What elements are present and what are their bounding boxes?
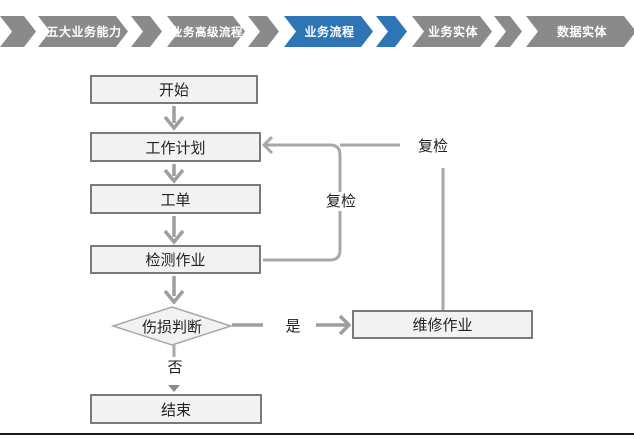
edge-label-yes: 是 bbox=[281, 317, 305, 336]
flow-node-work-order: 工单 bbox=[90, 184, 261, 214]
chevron-separator-icon bbox=[376, 16, 407, 47]
nav-item-high-level-process[interactable]: 业务高级流程 bbox=[167, 16, 245, 47]
nav-item-business-entity[interactable]: 业务实体 bbox=[412, 16, 492, 47]
chevron-separator-icon bbox=[494, 16, 522, 47]
chevron-separator-icon bbox=[248, 16, 279, 47]
lead-chevron-icon bbox=[0, 16, 36, 47]
edge-label-no: 否 bbox=[163, 358, 187, 377]
edge-label-recheck-outer: 复检 bbox=[410, 137, 456, 156]
arrow-start-to-workplan bbox=[163, 106, 185, 131]
nav-item-business-process[interactable]: 业务流程 bbox=[284, 16, 373, 47]
nav-item-five-capabilities[interactable]: 五大业务能力 bbox=[38, 16, 128, 47]
flow-node-decision-label: 伤损判断 bbox=[141, 318, 202, 336]
flow-node-inspection: 检测作业 bbox=[90, 245, 261, 274]
chevron-separator-icon bbox=[131, 16, 162, 47]
nav-item-data-entity[interactable]: 数据实体 bbox=[526, 16, 634, 47]
flow-node-repair: 维修作业 bbox=[352, 310, 533, 339]
flow-node-work-plan: 工作计划 bbox=[90, 132, 261, 162]
edge-label-recheck-inner: 复检 bbox=[318, 192, 364, 211]
flow-node-decision-shape bbox=[111, 306, 233, 346]
recheck-loop-repair-to-workplan bbox=[340, 143, 445, 310]
arrow-workorder-to-inspection bbox=[163, 216, 185, 245]
flow-node-start: 开始 bbox=[90, 75, 258, 104]
breadcrumb-nav: 五大业务能力 业务高级流程 业务流程 业务实体 数据实体 bbox=[0, 0, 634, 62]
arrow-no-to-end-head bbox=[168, 385, 180, 392]
arrow-workplan-to-workorder bbox=[163, 164, 185, 184]
bottom-border-line bbox=[0, 433, 634, 435]
flow-node-end: 结束 bbox=[90, 394, 262, 424]
arrow-inspection-to-decision bbox=[163, 276, 185, 305]
